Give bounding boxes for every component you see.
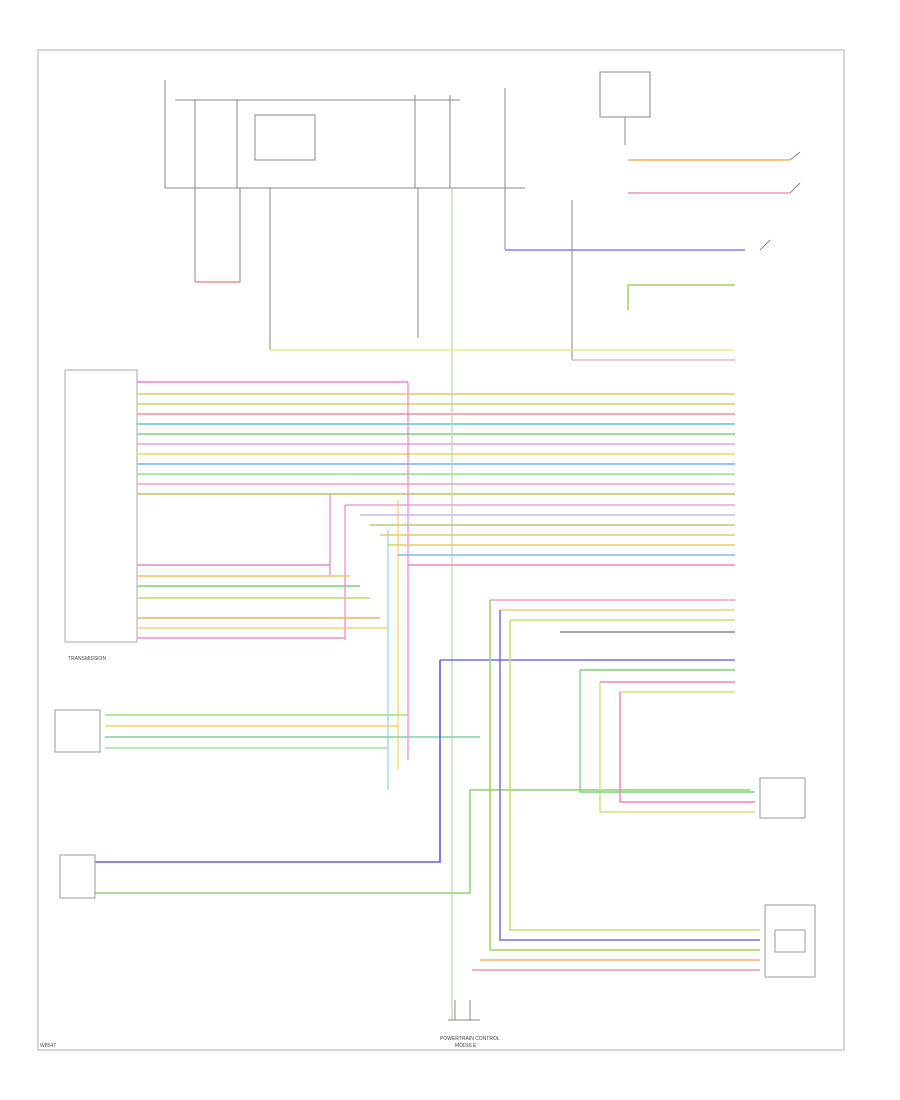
sensor-left-box bbox=[54, 709, 101, 753]
tr-sensor-box bbox=[764, 904, 816, 978]
sensor-right-box bbox=[759, 777, 806, 819]
wire-bundle-right-lower bbox=[440, 599, 735, 693]
top-right-relay bbox=[599, 71, 651, 145]
tr-sensor-inner bbox=[774, 929, 806, 953]
fuse-box-top bbox=[164, 80, 525, 189]
wire-blue-long bbox=[95, 660, 441, 863]
wire-bundle-mid bbox=[137, 504, 735, 639]
diagram-border bbox=[37, 49, 845, 1051]
switch-symbols bbox=[759, 151, 801, 251]
vertical-bus bbox=[329, 188, 453, 1020]
fuse-drops bbox=[194, 188, 573, 360]
wire-bundle-tr-sensor bbox=[472, 600, 760, 971]
wire-bundle-sensor-right bbox=[579, 670, 755, 813]
bottom-label-1: POWERTRAIN CONTROL bbox=[440, 1036, 500, 1042]
wire-bundle-sensor-left bbox=[105, 714, 480, 749]
ground-bottom bbox=[448, 1000, 480, 1021]
tcm-label: TRANSMISSION bbox=[68, 656, 106, 662]
page-id: W8547 bbox=[40, 1043, 56, 1049]
wire-bundle-main bbox=[137, 381, 735, 495]
wire-green-top bbox=[627, 284, 735, 310]
clutch-switch-box bbox=[59, 854, 96, 899]
wire-green-long bbox=[95, 789, 750, 894]
bottom-label-2: MODULE bbox=[455, 1043, 477, 1049]
tcm-box bbox=[64, 369, 138, 643]
